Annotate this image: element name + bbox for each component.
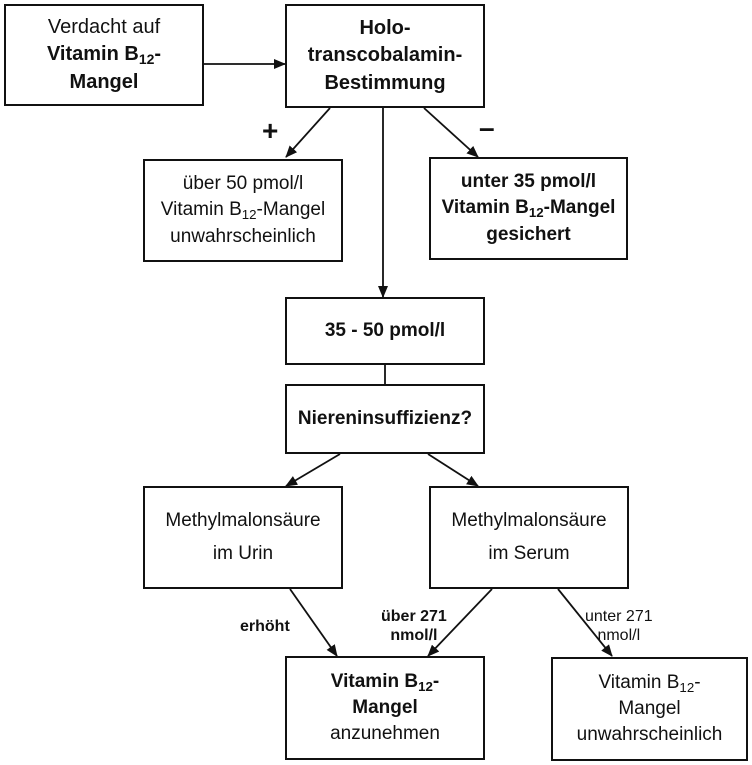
arrow-urin-to-mangel bbox=[289, 588, 338, 657]
erhoeht-label: erhöht bbox=[240, 618, 290, 635]
unter271-line2: nmol/l bbox=[597, 627, 641, 645]
mangel-line2: Mangel bbox=[352, 696, 418, 718]
over50-line1: über 50 pmol/l bbox=[182, 173, 304, 195]
mma-serum-node: Methylmalonsäure im Serum bbox=[429, 486, 629, 589]
range-node: 35 - 50 pmol/l bbox=[285, 297, 485, 365]
suspicion-node: Verdacht auf Vitamin B12- Mangel bbox=[4, 4, 204, 106]
holo-line2: transcobalamin- bbox=[307, 44, 463, 67]
unwahr-line3: unwahrscheinlich bbox=[576, 724, 723, 746]
deficiency-likely-node: Vitamin B12- Mangel anzunehmen bbox=[285, 656, 485, 760]
under-35-node: unter 35 pmol/l Vitamin B12-Mangel gesic… bbox=[429, 157, 628, 260]
serum-line2: im Serum bbox=[488, 542, 570, 564]
over50-line3: unwahrscheinlich bbox=[170, 225, 316, 247]
suspicion-line1: Verdacht auf bbox=[47, 15, 161, 38]
unter-271-label: unter 271 nmol/l bbox=[585, 607, 653, 645]
arrow-holo-to-over50 bbox=[285, 107, 331, 158]
mangel-line3: anzunehmen bbox=[330, 723, 440, 745]
kidney-insufficiency-node: Niereninsuffizienz? bbox=[285, 384, 485, 454]
urin-line1: Methylmalonsäure bbox=[165, 510, 321, 532]
under35-line1: unter 35 pmol/l bbox=[460, 171, 597, 193]
serum-line1: Methylmalonsäure bbox=[451, 510, 607, 532]
holo-line1: Holo- bbox=[359, 16, 411, 39]
unwahr-line2: Mangel bbox=[618, 697, 681, 719]
arrow-niere-to-serum bbox=[427, 453, 479, 487]
mma-urine-node: Methylmalonsäure im Urin bbox=[143, 486, 343, 589]
holo-line3: Bestimmung bbox=[324, 71, 446, 94]
urin-line2: im Urin bbox=[212, 542, 274, 564]
plus-sign: + bbox=[262, 115, 279, 146]
suspicion-line3: Mangel bbox=[69, 70, 139, 93]
unwahr-line1: Vitamin B12- bbox=[598, 671, 701, 695]
arrow-holo-to-under35 bbox=[423, 107, 479, 158]
niere-label: Niereninsuffizienz? bbox=[297, 407, 473, 429]
deficiency-unlikely-node: Vitamin B12- Mangel unwahrscheinlich bbox=[551, 657, 748, 761]
under35-line2: Vitamin B12-Mangel bbox=[441, 197, 616, 221]
holotranscobalamin-node: Holo- transcobalamin- Bestimmung bbox=[285, 4, 485, 108]
unter271-line1: unter 271 bbox=[585, 608, 653, 625]
minus-sign: – bbox=[479, 112, 495, 143]
over-50-node: über 50 pmol/l Vitamin B12-Mangel unwahr… bbox=[143, 159, 343, 262]
ueber271-line2: nmol/l bbox=[390, 627, 438, 645]
over50-line2: Vitamin B12-Mangel bbox=[160, 199, 326, 223]
suspicion-line2: Vitamin B12- bbox=[46, 43, 162, 68]
ueber-271-label: über 271 nmol/l bbox=[381, 607, 447, 645]
range-label: 35 - 50 pmol/l bbox=[324, 319, 446, 341]
arrow-niere-to-urin bbox=[285, 453, 341, 487]
mangel-line1: Vitamin B12- bbox=[330, 670, 440, 694]
under35-line3: gesichert bbox=[486, 223, 571, 245]
arrow-serum-to-unwahr bbox=[557, 588, 613, 657]
arrow-serum-to-mangel bbox=[427, 588, 493, 657]
ueber271-line1: über 271 bbox=[381, 608, 447, 625]
